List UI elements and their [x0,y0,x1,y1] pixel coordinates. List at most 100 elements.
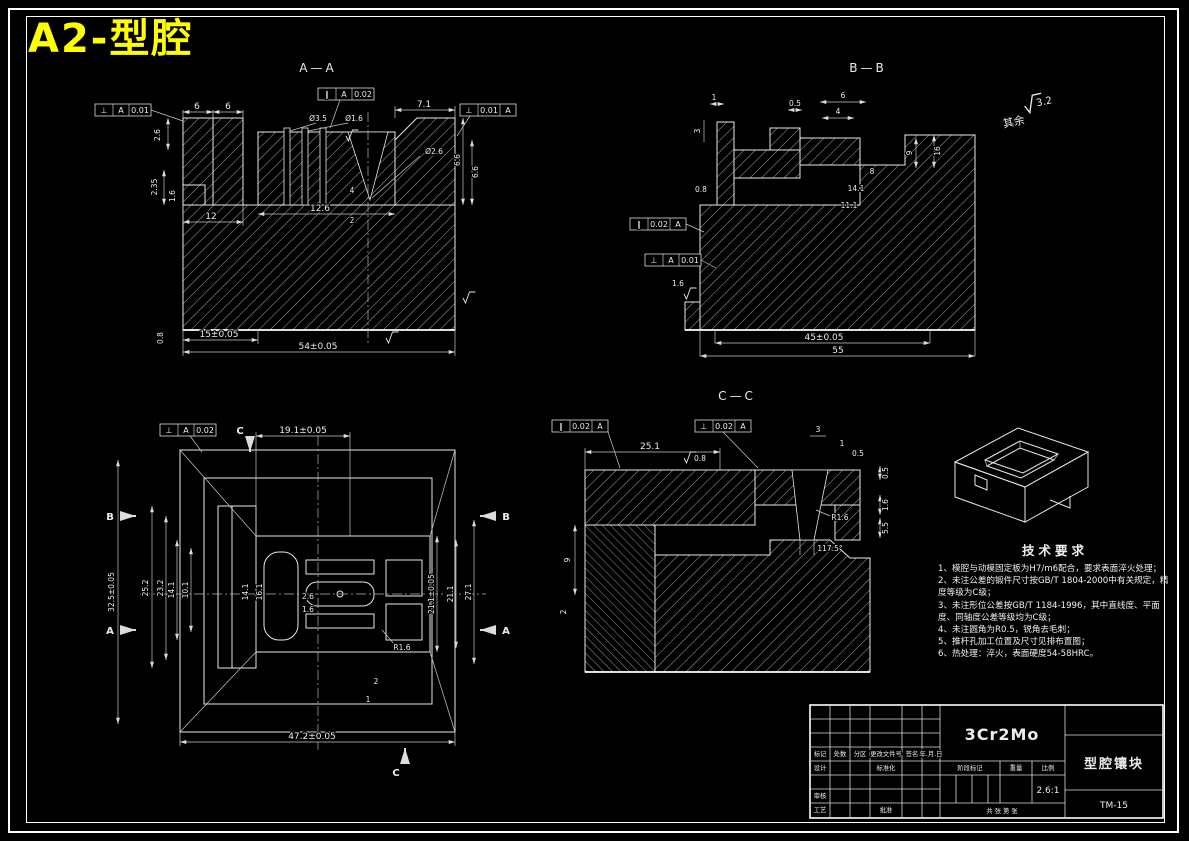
dim-label: 1.6 [672,279,684,288]
gdt-frame: ∥ 0.02 A [551,419,621,469]
dim-label: 19.1±0.05 [279,426,327,436]
technical-requirements: 技术要求 1、模腔与动模固定板为H7/m6配合，要求表面淬火处理； 2、未注公差… [938,540,1172,661]
dim-label: 9 [905,150,914,155]
dim-label: 2 [559,609,568,614]
dim-label: 2.6 [153,129,162,141]
gdt-cell: ∥ [559,422,563,431]
gdt-cell: A [668,256,674,265]
title-block-label: 标记 [814,749,827,758]
roughness-icon [462,291,476,304]
roughness-icon [683,287,697,300]
surface-note: 其余 3.2 [1000,92,1054,132]
title-block-label: 设计 [814,763,827,772]
cut-letter: C [236,426,243,437]
sheet-border-inner [26,16,1165,823]
dim-label: 55 [832,346,843,356]
dim-label: 2 [374,677,379,686]
gdt-cell: 0.01 [480,106,498,115]
cut-letter: C [392,768,399,779]
plan-view: C C B A B A 19.1±0.05 3 [105,423,511,780]
gdt-cell: A [341,90,347,99]
gdt-frame: ∥ A 0.02 [317,87,375,129]
dim-label: 1 [366,695,371,704]
gdt-cell: 0.02 [715,422,733,431]
gdt-cell: 0.01 [131,106,149,115]
dim-label: Ø2.6 [425,147,443,156]
dim-label: 32.5±0.05 [107,572,116,612]
gdt-frame: ⊥ A 0.01 [94,103,184,122]
gdt-cell: 0.01 [681,256,699,265]
dim-label: 2.6 [302,592,314,601]
gdt-frame: ⊥ 0.01 A [456,103,517,137]
gdt-cell: A [505,106,511,115]
technical-requirement-item: 1、模腔与动模固定板为H7/m6配合，要求表面淬火处理； [938,564,1162,574]
technical-requirement-item: 6、热处理：淬火，表面硬度54-58HRC。 [938,649,1099,660]
sheet-count: 共 张 第 张 [986,806,1018,815]
title-block-label: 处数 [834,749,847,758]
dim-label: 2 [350,216,355,225]
dim-label: Ø1.6 [345,114,363,123]
cavity-slot [385,603,423,641]
dim-label: 1.6 [881,499,890,511]
dim-label: 6 [194,102,200,112]
dim-label: 7.1 [417,100,431,110]
part-outline [179,449,456,733]
dim-label: 10.1 [181,581,190,598]
dim-label: 1 [712,93,717,102]
title-block-label: 阶段标记 [957,763,983,772]
cavity-slot [385,559,423,597]
dim-label: 6 [225,102,231,112]
section-bb-view: B—B 1 3 0.5 6 4 8 14.1 11.1 9 [629,60,976,358]
section-label: B—B [849,61,886,75]
section-cc-view: C—C 25.1 3 1 0.5 0.5 1.6 5.5 9 2 R1.6 [551,388,891,673]
part-name: 型腔镶块 [1084,756,1144,772]
title-block: 标记 处数 分区 更改文件号 签名 年.月.日 设计 标准化 审核 工艺 批准 … [809,704,1164,819]
dim-label: 12 [205,212,216,222]
title-block-label: 分区 [854,749,867,758]
technical-requirement-item: 5、推杆孔加工位置及尺寸见排布置图； [938,637,1090,648]
cavity-slot [263,551,299,641]
gdt-cell: A [597,422,603,431]
part-body [182,204,456,331]
dim-label: 11.1 [841,201,858,210]
dim-label: 2.35 [150,178,159,195]
cavity-slot [305,559,375,575]
surface-note-value: 3.2 [1035,95,1053,109]
dim-label: 12.6 [310,204,330,214]
dim-label: 47.2±0.05 [288,732,336,742]
cavity-slot [305,613,375,629]
dim-label: 4 [836,107,841,116]
gdt-cell: ∥ [325,90,329,99]
dim-label: 6 [841,91,846,100]
dim-label: 0.5 [789,99,801,108]
part-body [654,539,871,673]
part-body [733,149,801,179]
dim-label: 8 [870,167,875,176]
dim-label: 6.6 [453,154,462,166]
dim-label: 3 [693,128,702,133]
gdt-cell: 0.02 [572,422,590,431]
dim-label: Ø3.5 [309,114,327,123]
title-block-label: 工艺 [814,806,827,814]
part-body [584,469,756,526]
sheet-border-outer [8,8,1179,833]
dim-label: 16.1 [255,583,264,600]
surface-note-prefix: 其余 [1001,112,1025,130]
section-label: C—C [718,389,756,403]
gdt-cell: A [183,426,189,435]
gdt-cell: 0.02 [196,426,214,435]
section-aa-view: A—A [94,60,517,356]
dim-label: 21.1±0.05 [427,574,436,614]
part-body [799,137,861,166]
technical-requirement-item: 2、未注公差的锻件尺寸按GB/T 1804-2000中有关规定，精度等级为C级； [938,576,1169,599]
dim-label: 9 [563,557,572,562]
cut-letter: B [106,512,114,523]
gdt-cell: A [740,422,746,431]
gdt-frame: ⊥ 0.02 A [694,419,759,469]
gdt-cell: ∥ [637,220,641,229]
gdt-cell: ⊥ [651,256,658,265]
gdt-frame: ⊥ A 0.02 [159,423,217,453]
gdt-cell: ⊥ [166,426,173,435]
